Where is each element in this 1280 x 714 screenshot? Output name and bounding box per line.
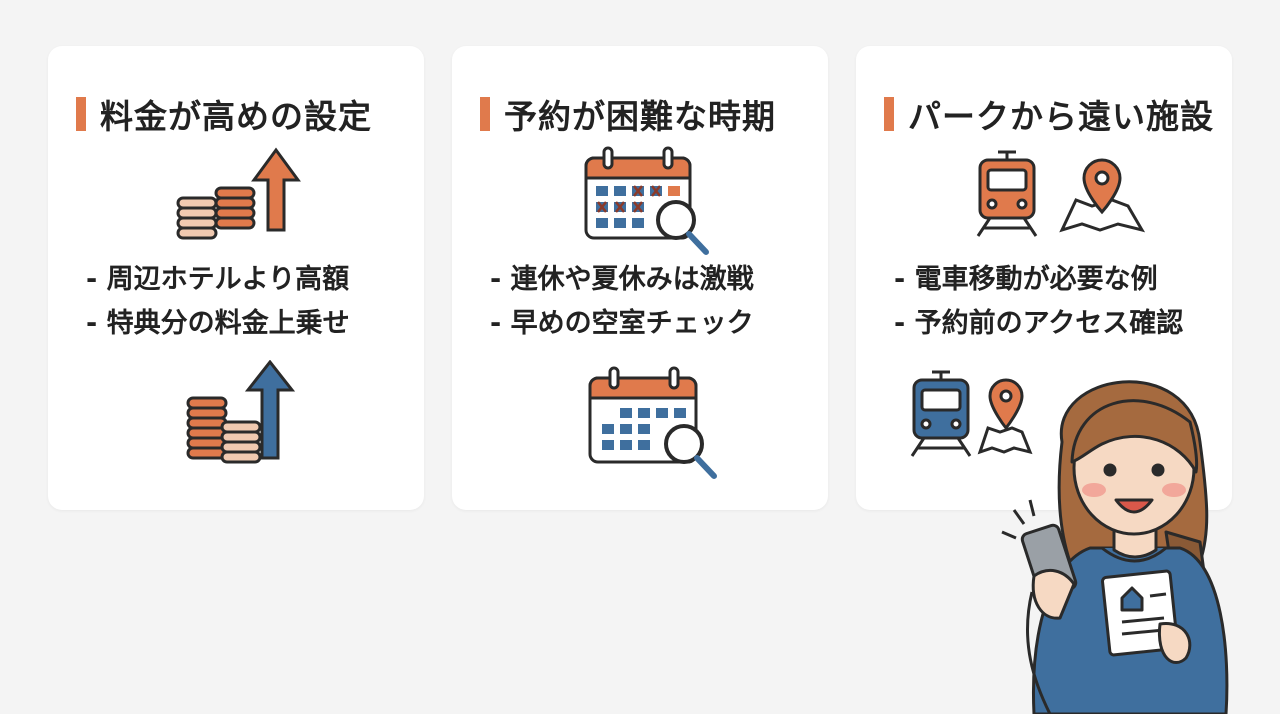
card-title-text: 予約が困難な時期 xyxy=(504,97,776,136)
coins-arrow-up-icon xyxy=(186,360,296,464)
card-title-text: パークから遠い施設 xyxy=(908,97,1214,136)
card-title: パークから遠い施設 xyxy=(884,90,1214,138)
calendar-search-icon xyxy=(588,366,717,479)
woman-with-phone-illustration xyxy=(1001,380,1229,714)
map-pin-icon xyxy=(1059,158,1146,233)
title-accent-bar xyxy=(76,97,86,131)
card-hard-booking: 予約が困難な時期 - 連休や夏休みは激戦 - 早めの空室チェック xyxy=(452,46,828,510)
bullet-item: - 特典分の料金上乗せ xyxy=(86,308,350,339)
coins-arrow-up-icon xyxy=(176,147,301,240)
card-title: 料金が高めの設定 xyxy=(76,90,372,138)
card-title: 予約が困難な時期 xyxy=(480,90,776,138)
bullet-item: - 周辺ホテルより高額 xyxy=(86,264,350,295)
bullet-list: - 電車移動が必要な例 - 予約前のアクセス確認 xyxy=(894,258,1183,346)
bullet-list: - 連休や夏休みは激戦 - 早めの空室チェック xyxy=(490,258,754,346)
title-accent-bar xyxy=(884,97,894,131)
bullet-item: - 連休や夏休みは激戦 xyxy=(490,264,754,295)
card-high-price: 料金が高めの設定 - 周辺ホテルより高額 - 特典分の料金上乗せ xyxy=(48,46,424,510)
bullet-item: - 予約前のアクセス確認 xyxy=(894,308,1184,339)
calendar-search-icon xyxy=(584,146,709,255)
bullet-item: - 早めの空室チェック xyxy=(490,308,754,339)
map-pin-icon xyxy=(977,378,1033,455)
card-title-text: 料金が高めの設定 xyxy=(100,97,372,136)
bullet-list: - 周辺ホテルより高額 - 特典分の料金上乗せ xyxy=(86,258,350,346)
title-accent-bar xyxy=(480,97,490,131)
train-icon xyxy=(976,150,1038,237)
bullet-item: - 電車移動が必要な例 xyxy=(894,264,1158,295)
train-icon xyxy=(910,370,972,457)
